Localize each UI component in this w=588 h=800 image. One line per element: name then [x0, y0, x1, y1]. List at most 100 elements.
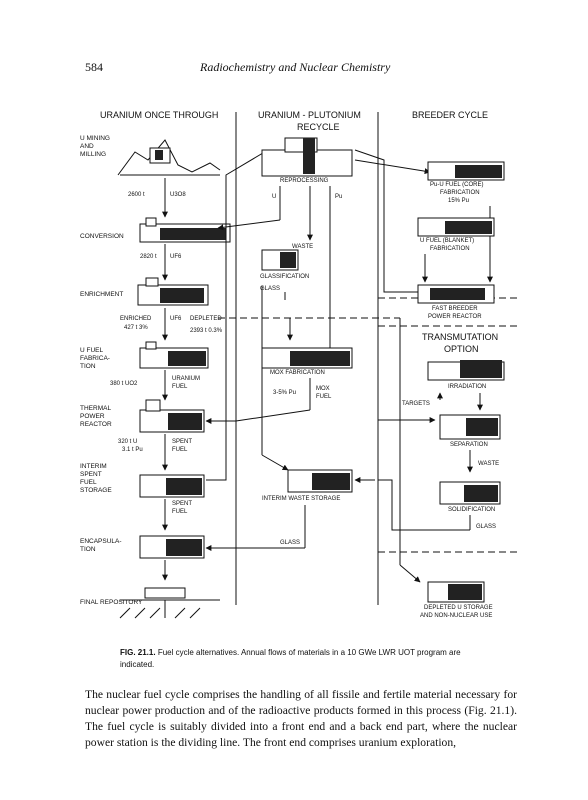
column-title-breeder: BREEDER CYCLE: [412, 110, 488, 120]
label-encapsulation-2: TION: [80, 546, 96, 553]
label-trans-1: TRANSMUTATION: [422, 332, 498, 342]
label-irradiation: IRRADIATION: [448, 384, 486, 390]
label-reactor-3: REACTOR: [80, 421, 112, 428]
label-fabrication-3: TION: [80, 363, 96, 370]
running-title: Radiochemistry and Nuclear Chemistry: [200, 60, 391, 74]
body-paragraph: The nuclear fuel cycle comprises the han…: [85, 688, 517, 749]
enrichment-facility: [137, 277, 209, 306]
label-depleted-1: DEPLETED U STORAGE: [424, 605, 493, 611]
flow-uf6-qty: 2820 t: [140, 254, 157, 260]
label-middle-waste: WASTE: [292, 244, 313, 250]
label-fbr-2: POWER REACTOR: [428, 314, 482, 320]
label-reprocessing: REPROCESSING: [280, 178, 329, 184]
fuel-cycle-diagram: URANIUM ONCE THROUGH URANIUM - PLUTONIUM…: [80, 110, 520, 619]
flow-uf6-mat: UF6: [170, 254, 182, 260]
label-encapsulation-1: ENCAPSULA-: [80, 538, 122, 545]
flow-u3o8-mat: U3O8: [170, 192, 186, 198]
column-title-recycle-2: RECYCLE: [297, 122, 340, 132]
column-title-once-through: URANIUM ONCE THROUGH: [100, 110, 218, 120]
label-pu: Pu: [335, 194, 342, 200]
column-title-recycle: URANIUM - PLUTONIUM: [258, 110, 361, 120]
label-right-glass: GLASS: [476, 524, 496, 530]
label-reactor-1: THERMAL: [80, 405, 111, 412]
mining-facility: [117, 139, 221, 176]
flow-u3o8-qty: 2600 t: [128, 192, 145, 198]
caption-text: Fuel cycle alternatives. Annual flows of…: [120, 648, 461, 669]
label-pu-fab-2: FABRICATION: [440, 190, 480, 196]
depleted-storage-facility: [427, 581, 485, 603]
label-conversion: CONVERSION: [80, 233, 124, 240]
label-fabrication-2: FABRICA-: [80, 355, 110, 362]
label-pu-pct: 3-5% Pu: [273, 390, 296, 396]
label-uf6: UF6: [170, 316, 182, 322]
repository-facility: [119, 587, 220, 619]
separation-facility: [439, 414, 501, 440]
label-right-waste: WASTE: [478, 461, 499, 467]
label-mox-fab: MOX FABRICATION: [270, 370, 325, 376]
label-u-fab-1: U FUEL (BLANKET): [420, 238, 474, 244]
label-enrichment: ENRICHMENT: [80, 291, 123, 298]
fbr-to-reprocessing: [354, 149, 418, 293]
label-u-fab-2: FABRICATION: [430, 246, 470, 252]
label-pu-fab-1: Pu-U FUEL (CORE): [430, 182, 483, 188]
irradiation-facility: [427, 360, 505, 381]
reprocessing-facility: [261, 137, 353, 177]
label-separation: SEPARATION: [450, 442, 488, 448]
label-reactor-2: POWER: [80, 413, 105, 420]
label-pu-fab-3: 15% Pu: [448, 198, 469, 204]
arrow-to-depleted-storage: [399, 564, 421, 583]
label-mining-1: U MINING: [80, 135, 110, 142]
spent2-mat-2: FUEL: [172, 509, 188, 515]
glassification-facility: [261, 249, 299, 271]
reactor-facility: [139, 399, 205, 433]
label-solidification: SOLIDIFICATION: [448, 507, 495, 513]
label-enriched: ENRICHED: [120, 316, 152, 322]
label-mining-3: MILLING: [80, 151, 106, 158]
label-depleted-2: AND NON-NUCLEAR USE: [420, 613, 492, 619]
spent-mat-2: FUEL: [172, 447, 188, 453]
arrow-pu-to-breeder: [354, 159, 431, 175]
u-fabrication-facility: [417, 217, 495, 237]
figure-caption: FIG. 21.1. Fuel cycle alternatives. Annu…: [120, 647, 480, 671]
spent2-mat-1: SPENT: [172, 501, 192, 507]
label-glass: GLASS: [260, 286, 280, 292]
arrow-to-interim-waste: [261, 454, 289, 471]
uo2-qty: 380 t UO2: [110, 381, 138, 387]
fbr-facility: [417, 284, 495, 304]
enriched-qty: 427 t 3%: [124, 325, 148, 331]
conversion-facility: [139, 217, 231, 243]
interim-waste-facility: [287, 469, 353, 493]
uo2-mat-1: URANIUM: [172, 376, 200, 382]
label-repository: FINAL REPOSITORY: [80, 599, 143, 606]
label-interim-4: STORAGE: [80, 487, 112, 494]
spent-mat-1: SPENT: [172, 439, 192, 445]
label-glassification: GLASSIFICATION: [260, 274, 309, 280]
label-interim-2: SPENT: [80, 471, 102, 478]
page-number: 584: [85, 60, 103, 74]
label-glass-2: GLASS: [280, 540, 300, 546]
pu-fabrication-facility: [427, 161, 505, 181]
mox-facility: [261, 347, 353, 369]
label-interim-waste: INTERIM WASTE STORAGE: [262, 496, 340, 502]
fabrication-facility: [139, 341, 209, 369]
label-interim-3: FUEL: [80, 479, 97, 486]
spent-qty-2: 3.1 t Pu: [122, 447, 143, 453]
mox-to-reactor: [235, 409, 311, 422]
arrow-to-reprocessing: [206, 149, 269, 481]
label-mining-2: AND: [80, 143, 94, 150]
spent-qty-1: 320 t U: [118, 439, 137, 445]
depleted-qty: 2393 t 0.3%: [190, 328, 223, 334]
label-mox-2: FUEL: [316, 394, 332, 400]
interim-storage-facility: [139, 474, 205, 498]
label-trans-2: OPTION: [444, 344, 479, 354]
solidification-facility: [439, 481, 501, 505]
label-fabrication-1: U FUEL: [80, 347, 104, 354]
uo2-mat-2: FUEL: [172, 384, 188, 390]
label-fbr-1: FAST BREEDER: [432, 306, 478, 312]
encapsulation-facility: [139, 535, 205, 559]
label-interim-1: INTERIM: [80, 463, 107, 470]
glass-to-interim-waste: [378, 479, 470, 531]
label-mox-1: MOX: [316, 386, 330, 392]
label-depleted: DEPLETED: [190, 316, 222, 322]
label-u: U: [272, 194, 276, 200]
